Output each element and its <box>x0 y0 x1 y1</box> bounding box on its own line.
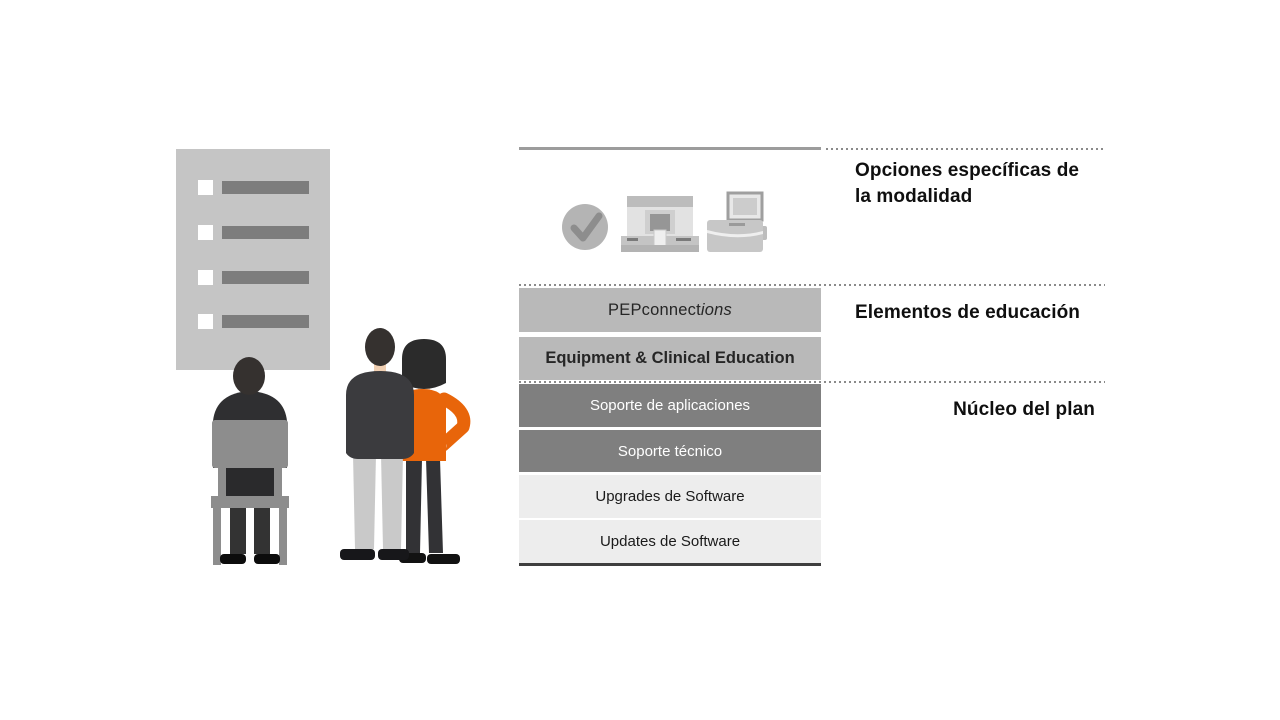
standing-man <box>340 328 414 560</box>
checkbox-icon <box>198 270 213 285</box>
bar-software-updates: Updates de Software <box>519 520 821 563</box>
checkbox-icon <box>198 180 213 195</box>
dotted-separator <box>826 148 1105 150</box>
checklist-board <box>176 149 330 370</box>
checkmark-icon <box>562 204 608 250</box>
ct-scanner-icon <box>621 196 699 252</box>
checklist-line <box>222 226 309 239</box>
bar-equipment-education-label: Equipment & Clinical Education <box>545 349 795 367</box>
checklist-line <box>222 315 309 328</box>
bar-technical-support: Soporte técnico <box>519 430 821 472</box>
section-label-modality-options: Opciones específicas de la modalidad <box>855 160 1080 207</box>
people-illustration <box>211 328 471 565</box>
modality-icons <box>562 191 767 252</box>
bar-application-support-label: Soporte de aplicaciones <box>589 397 751 414</box>
bar-software-upgrades: Upgrades de Software <box>519 475 821 518</box>
section-label-education-elements: Elementos de educación <box>855 302 1080 323</box>
bar-equipment-education: Equipment & Clinical Education <box>519 337 821 380</box>
checkbox-icon <box>198 314 213 329</box>
checklist-line <box>222 181 309 194</box>
top-rule <box>519 147 821 150</box>
bar-application-support: Soporte de aplicaciones <box>519 384 821 427</box>
imaging-workstation-icon <box>707 191 767 252</box>
bar-pepconnections-label: PEPconnections <box>608 300 732 319</box>
section-label-plan-core: Núcleo del plan <box>953 399 1095 420</box>
dotted-separator <box>519 284 1105 286</box>
bar-pepconnections: PEPconnections <box>519 288 821 332</box>
bar-software-upgrades-label: Upgrades de Software <box>595 488 745 505</box>
seated-person <box>211 357 289 565</box>
checklist-line <box>222 271 309 284</box>
bar-technical-support-label: Soporte técnico <box>617 442 723 460</box>
bottom-rule <box>519 563 821 566</box>
checkbox-icon <box>198 225 213 240</box>
dotted-separator <box>519 381 1105 383</box>
bar-software-updates-label: Updates de Software <box>599 533 741 550</box>
